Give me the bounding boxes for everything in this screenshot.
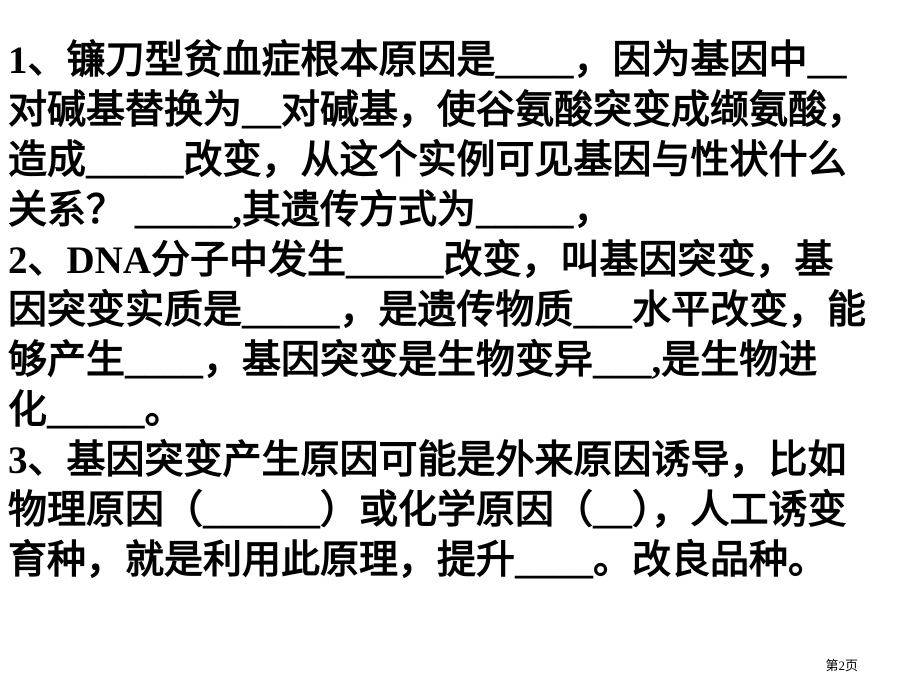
text-line: 对碱基替换为__对碱基，使谷氨酸突变成缬氨酸， [8,89,867,132]
text-line: 物理原因（______）或化学原因（__），人工诱变 [8,489,847,532]
text-line: 3、基因突变产生原因可能是外来原因诱导，比如 [8,439,847,482]
text-line: 因突变实质是_____，是遗传物质___水平改变，能 [8,289,867,332]
text-line: 化_____。 [8,389,184,432]
text-line: 2、DNA分子中发生_____改变，叫基因突变，基 [8,239,834,282]
text-line: 造成_____改变，从这个实例可见基因与性状什么 [8,139,847,182]
page-number: 第2页 [825,658,858,673]
text-line: 关系？ _____,其遗传方式为_____， [8,189,613,232]
text-line: 育种，就是利用此原理，提升____。改良品种。 [8,539,828,582]
text-line: 1、镰刀型贫血症根本原因是____，因为基因中__ [8,39,847,82]
slide-text-block: 1、镰刀型贫血症根本原因是____，因为基因中__ 对碱基替换为__对碱基，使谷… [8,36,918,586]
text-line: 够产生____，基因突变是生物变异___,是生物进 [8,339,818,382]
